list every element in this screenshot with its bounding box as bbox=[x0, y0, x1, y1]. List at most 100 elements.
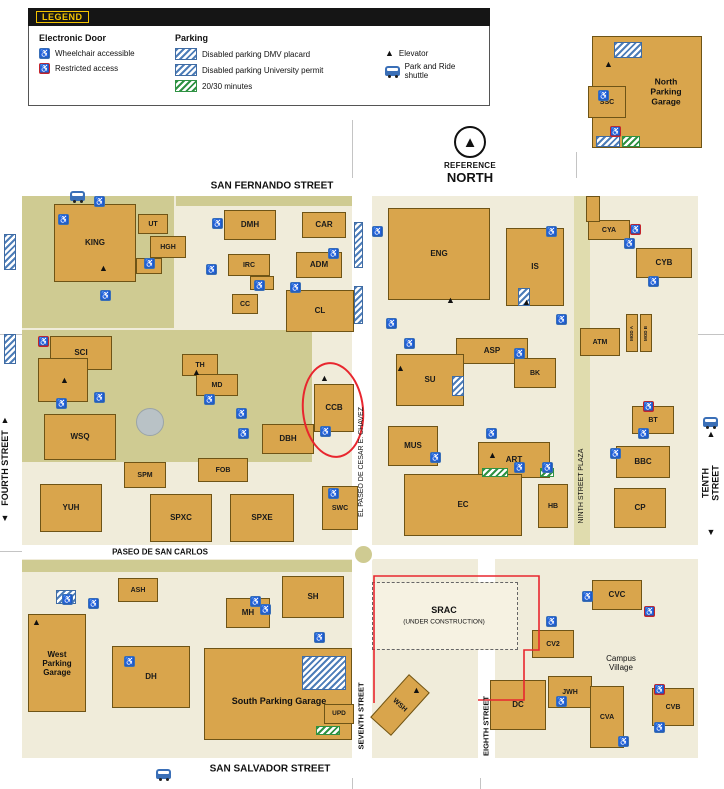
wheelchair-accessible-icon: ♿ bbox=[556, 314, 567, 325]
wheelchair-accessible-icon: ♿ bbox=[320, 426, 331, 437]
elevator-icon: ▲ bbox=[488, 450, 497, 460]
elevator-icon: ▲ bbox=[412, 685, 421, 695]
map-label: NINTH STREET PLAZA bbox=[577, 448, 585, 524]
map-label: (UNDER CONSTRUCTION) bbox=[403, 618, 485, 626]
legend-door-items: ♿Wheelchair accessible♿Restricted access bbox=[39, 48, 161, 74]
building-label-bk: BK bbox=[529, 369, 541, 377]
legend-item-label: Restricted access bbox=[55, 64, 119, 73]
building-label-atm: ATM bbox=[592, 338, 608, 346]
building-label-cyb: CYB bbox=[655, 258, 673, 267]
north-triangle-glyph: ▲ bbox=[462, 133, 478, 151]
building-cp: CP bbox=[614, 488, 666, 528]
map-label: SAN FERNANDO STREET bbox=[210, 180, 334, 192]
building-label-hb: HB bbox=[547, 502, 559, 510]
wheelchair-accessible-icon: ♿ bbox=[56, 398, 67, 409]
building-jwh: JWH bbox=[548, 676, 592, 708]
north-arrow-icon: ▲ bbox=[454, 126, 486, 158]
map-label: South Parking Garage bbox=[231, 695, 327, 706]
building-label-cvc: CVC bbox=[608, 590, 626, 599]
legend: LEGEND Electronic Door ♿Wheelchair acces… bbox=[28, 8, 490, 106]
street-tenth-street bbox=[698, 178, 724, 789]
map-gridline bbox=[0, 551, 22, 552]
building-label-king: KING bbox=[85, 238, 105, 247]
legend-item: 20/30 minutes bbox=[175, 80, 371, 92]
map-label: TENTH STREET bbox=[700, 465, 721, 501]
legend-item: Park and Ride shuttle bbox=[385, 62, 479, 80]
legend-item-label: Wheelchair accessible bbox=[55, 49, 135, 58]
legend-title: LEGEND bbox=[36, 11, 89, 23]
building-label-bt: BT bbox=[648, 416, 658, 424]
building-wpg bbox=[28, 614, 86, 712]
building-mus: MUS bbox=[388, 426, 438, 466]
elevator-icon: ▲ bbox=[604, 59, 613, 69]
building-label-dmh: DMH bbox=[240, 220, 260, 229]
park-and-ride-shuttle-icon bbox=[703, 417, 718, 429]
parking-hatch-green bbox=[482, 468, 508, 477]
wheelchair-accessible-icon: ♿ bbox=[144, 258, 155, 269]
building-cya: CYA bbox=[588, 220, 630, 240]
building-label-mod-a: MOD A bbox=[628, 325, 634, 341]
map-gridline bbox=[698, 334, 724, 335]
legend-item: Disabled parking University permit bbox=[175, 64, 371, 76]
building-label-mod-b: MOD B bbox=[642, 325, 648, 341]
street-roundabout bbox=[353, 544, 374, 565]
legend-item: ♿Restricted access bbox=[39, 63, 161, 74]
parking-hatch-blue bbox=[614, 42, 642, 58]
building-label-su: SU bbox=[424, 375, 436, 384]
map-label: EIGHTH STREET bbox=[481, 695, 491, 757]
map-gridline bbox=[352, 778, 353, 789]
wheelchair-accessible-icon: ♿ bbox=[598, 90, 609, 101]
building-label-wsh: WSH bbox=[391, 696, 409, 714]
legend-item-label: Disabled parking University permit bbox=[202, 65, 324, 75]
building-label-cc: CC bbox=[239, 300, 251, 308]
hatch-blue-swatch bbox=[175, 64, 197, 76]
building-dc: DC bbox=[490, 680, 546, 730]
wheelchair-accessible-icon: ♿ bbox=[58, 214, 69, 225]
building-dmh: DMH bbox=[224, 210, 276, 240]
building-label-ut: UT bbox=[148, 220, 158, 228]
legend-parking-header: Parking bbox=[175, 33, 209, 43]
building-cc: CC bbox=[232, 294, 258, 314]
building-dbh: DBH bbox=[262, 424, 314, 454]
building-label-cv2: CV2 bbox=[546, 640, 560, 648]
building-label-upd: UPD bbox=[332, 709, 346, 717]
wheelchair-accessible-icon: ♿ bbox=[236, 408, 247, 419]
parking-hatch-blue bbox=[4, 234, 16, 270]
building-mod-b: MOD B bbox=[640, 314, 652, 352]
wheelchair-accessible-icon: ♿ bbox=[372, 226, 383, 237]
wheelchair-accessible-icon: ♿ bbox=[430, 452, 441, 463]
map-gridline bbox=[576, 152, 577, 178]
building-mod-a: MOD A bbox=[626, 314, 638, 352]
parking-hatch-blue bbox=[452, 376, 464, 396]
wheelchair-accessible-icon: ♿ bbox=[94, 196, 105, 207]
map-label: West Parking Garage bbox=[42, 650, 72, 678]
building-is: IS bbox=[506, 228, 564, 306]
building-label-spxe: SPXE bbox=[251, 513, 273, 522]
legend-body: Electronic Door ♿Wheelchair accessible♿R… bbox=[28, 26, 490, 106]
parking-hatch-blue bbox=[302, 656, 346, 690]
building-label-car: CAR bbox=[315, 220, 333, 229]
building-irc: IRC bbox=[228, 254, 270, 276]
building-sh: SH bbox=[282, 576, 344, 618]
building-car: CAR bbox=[302, 212, 346, 238]
building-label-dh: DH bbox=[145, 672, 157, 681]
wheelchair-accessible-icon: ♿ bbox=[124, 656, 135, 667]
legend-item-label: 20/30 minutes bbox=[202, 81, 253, 91]
legend-electronic-door-header: Electronic Door bbox=[39, 33, 107, 43]
building-label-asp: ASP bbox=[483, 346, 501, 355]
building-srac bbox=[372, 582, 518, 650]
building-label-ssc: SSC bbox=[599, 98, 615, 106]
restricted-access-icon: ♿ bbox=[630, 224, 641, 235]
map-label: EL PASEO DE CESAR E. CHAVEZ bbox=[357, 407, 365, 517]
building-label-cya: CYA bbox=[601, 226, 617, 234]
elevator-icon: ▲ bbox=[320, 373, 329, 383]
wheelchair-accessible-icon: ♿ bbox=[206, 264, 217, 275]
building-cl: CL bbox=[286, 290, 354, 332]
park-and-ride-shuttle-icon bbox=[70, 191, 85, 203]
building-label-yuh: YUH bbox=[62, 503, 80, 512]
building-bbc: BBC bbox=[616, 446, 670, 478]
building-label-ccb: CCB bbox=[325, 403, 343, 412]
building-spxe: SPXE bbox=[230, 494, 294, 542]
building-swc: SWC bbox=[322, 486, 358, 530]
